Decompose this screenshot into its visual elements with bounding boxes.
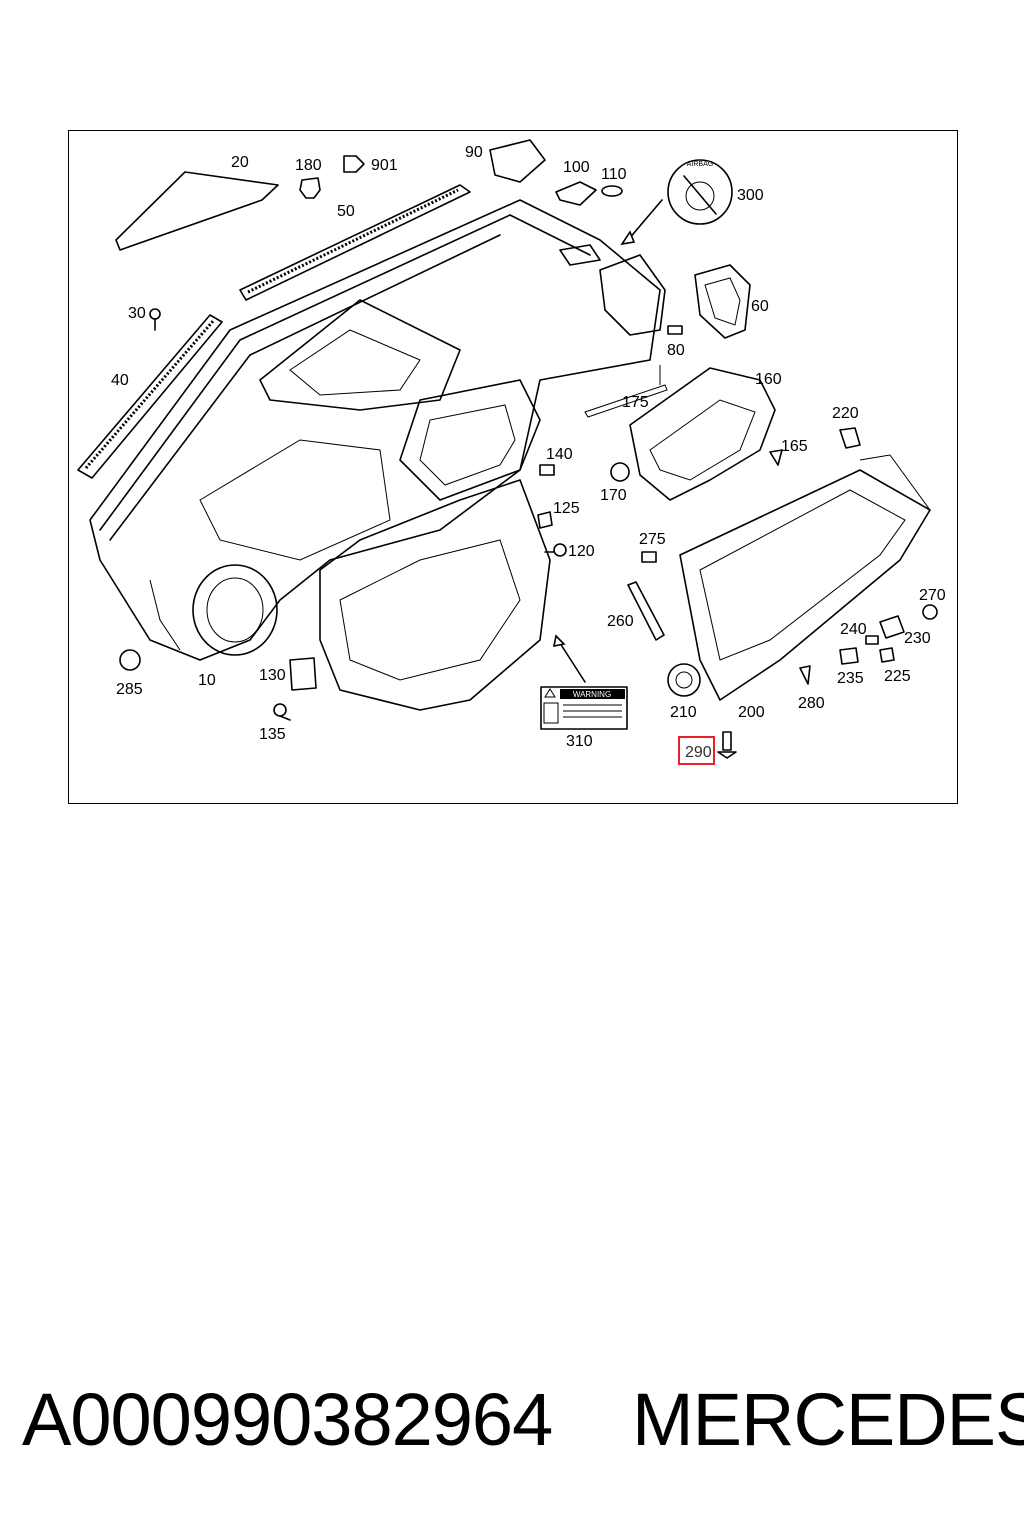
part-100-vent bbox=[555, 181, 597, 206]
part-110-clip bbox=[601, 185, 623, 197]
label-160: 160 bbox=[755, 371, 782, 388]
label-310: 310 bbox=[566, 733, 593, 750]
part-60-vent-ring bbox=[694, 264, 751, 339]
part-165-clip bbox=[769, 449, 783, 466]
label-230: 230 bbox=[904, 630, 931, 647]
label-90: 90 bbox=[465, 144, 483, 161]
label-290: 290 bbox=[685, 744, 712, 761]
label-130: 130 bbox=[259, 667, 286, 684]
part-125-clip bbox=[537, 511, 553, 529]
part-140-screw bbox=[539, 464, 555, 476]
part-220-clip bbox=[839, 427, 861, 449]
label-50: 50 bbox=[337, 203, 355, 220]
label-140: 140 bbox=[546, 446, 573, 463]
label-165: 165 bbox=[781, 438, 808, 455]
label-175: 175 bbox=[622, 394, 649, 411]
label-225: 225 bbox=[884, 668, 911, 685]
part-200-glovebox bbox=[679, 454, 931, 701]
part-260-damper bbox=[627, 581, 665, 641]
part-30-screw bbox=[149, 308, 161, 331]
label-901: 901 bbox=[371, 157, 398, 174]
label-200: 200 bbox=[738, 704, 765, 721]
part-240-pin bbox=[865, 635, 879, 645]
label-10: 10 bbox=[198, 672, 216, 689]
label-40: 40 bbox=[111, 372, 129, 389]
label-260: 260 bbox=[607, 613, 634, 630]
label-125: 125 bbox=[553, 500, 580, 517]
label-180: 180 bbox=[295, 157, 322, 174]
part-270-clip bbox=[922, 604, 938, 620]
part-300-airbag-cover bbox=[620, 159, 733, 246]
part-135-screw bbox=[273, 703, 291, 721]
part-number: A000990382964 bbox=[22, 1378, 553, 1461]
part-20-panel bbox=[115, 171, 279, 251]
diagram-frame bbox=[68, 130, 958, 804]
dashboard-body bbox=[89, 199, 666, 711]
part-160-airbag-module bbox=[629, 367, 776, 501]
label-285: 285 bbox=[116, 681, 143, 698]
part-130-bracket bbox=[289, 657, 317, 691]
part-235-catch bbox=[839, 647, 859, 665]
part-230-latch bbox=[879, 615, 905, 639]
part-50-strip bbox=[239, 184, 471, 301]
part-901-icon bbox=[343, 155, 365, 173]
part-285-screw bbox=[119, 649, 141, 671]
highlighted-callout-290[interactable]: 290 bbox=[678, 736, 715, 765]
warning-label-text: WARNING bbox=[573, 690, 611, 699]
part-175-strip bbox=[584, 365, 668, 418]
brand-name: MERCEDES bbox=[632, 1378, 1024, 1461]
label-240: 240 bbox=[840, 621, 867, 638]
label-60: 60 bbox=[751, 298, 769, 315]
part-180-clip bbox=[299, 177, 321, 199]
label-170: 170 bbox=[600, 487, 627, 504]
part-80-screw bbox=[667, 325, 683, 335]
label-220: 220 bbox=[832, 405, 859, 422]
label-30: 30 bbox=[128, 305, 146, 322]
label-100: 100 bbox=[563, 159, 590, 176]
label-275: 275 bbox=[639, 531, 666, 548]
label-80: 80 bbox=[667, 342, 685, 359]
label-110: 110 bbox=[601, 166, 627, 183]
part-280-clip bbox=[799, 665, 811, 685]
part-310-warning-label: WARNING bbox=[540, 634, 628, 730]
part-170-nut bbox=[610, 462, 630, 482]
label-235: 235 bbox=[837, 670, 864, 687]
label-135: 135 bbox=[259, 726, 286, 743]
part-90-vent bbox=[489, 139, 546, 183]
part-290-screw bbox=[717, 731, 737, 759]
part-210-gear bbox=[667, 663, 701, 697]
part-275-bolt bbox=[641, 551, 657, 563]
part-40-strip bbox=[77, 314, 223, 479]
label-20: 20 bbox=[231, 154, 249, 171]
part-120-screw bbox=[544, 543, 567, 557]
label-120: 120 bbox=[568, 543, 595, 560]
part-225-catch bbox=[879, 647, 895, 663]
label-300: 300 bbox=[737, 187, 764, 204]
airbag-badge-text: AIRBAG bbox=[687, 161, 713, 168]
label-270: 270 bbox=[919, 587, 946, 604]
label-280: 280 bbox=[798, 695, 825, 712]
highlight-box bbox=[678, 736, 715, 765]
label-210: 210 bbox=[670, 704, 697, 721]
parts-diagram: WARNING 20 180 901 90 100 110 300 50 30 … bbox=[77, 139, 946, 765]
